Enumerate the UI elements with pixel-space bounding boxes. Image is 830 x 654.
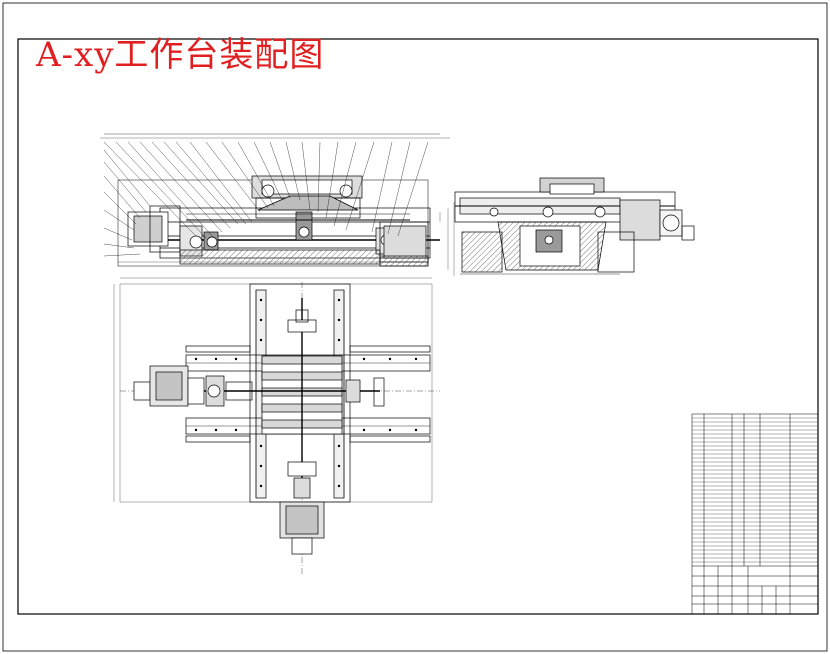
drawing-title: A-xy工作台装配图 <box>36 35 325 75</box>
sheet-frame <box>17 38 819 615</box>
parts-list-rows <box>692 417 818 563</box>
front-section-view <box>100 137 450 267</box>
side-section-view <box>439 177 695 276</box>
title-block <box>692 565 818 614</box>
front-view-leaders <box>103 133 440 257</box>
plan-view <box>113 277 440 576</box>
